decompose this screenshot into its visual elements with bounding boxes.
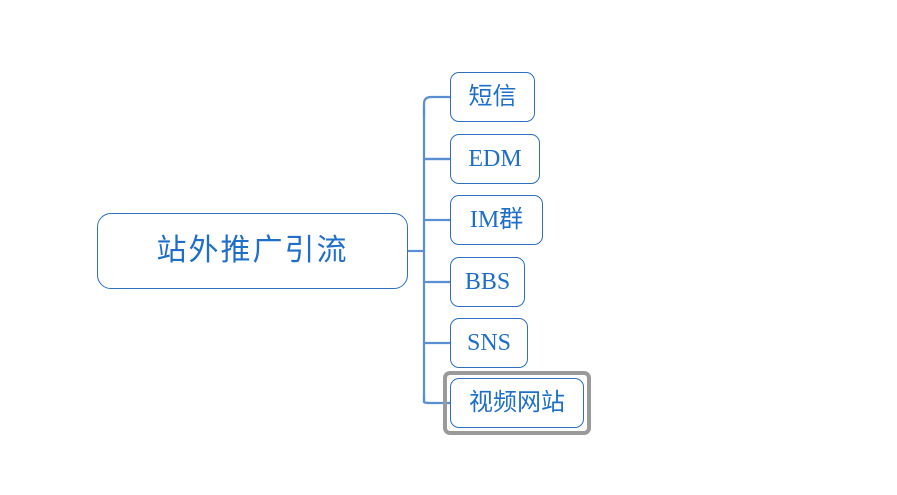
node-child-bbs[interactable]: BBS — [450, 257, 525, 307]
node-child-edm[interactable]: EDM — [450, 134, 540, 184]
node-child-imqun[interactable]: IM群 — [450, 195, 543, 245]
selection-frame[interactable] — [443, 371, 591, 435]
node-child-sns[interactable]: SNS — [450, 318, 528, 368]
node-child-label: EDM — [468, 146, 522, 172]
node-child-shipinwangzhan[interactable]: 视频网站 — [450, 378, 584, 428]
node-root-label: 站外推广引流 — [156, 234, 349, 267]
node-child-duanxin[interactable]: 短信 — [450, 72, 535, 122]
connector-elbow-0 — [422, 95, 450, 117]
node-child-label: BBS — [464, 269, 511, 295]
node-child-label: 视频网站 — [469, 390, 565, 416]
node-child-label: SNS — [466, 330, 512, 356]
node-root[interactable]: 站外推广引流 — [97, 213, 408, 289]
node-child-label: 短信 — [468, 84, 517, 110]
node-child-label: IM群 — [469, 207, 524, 233]
